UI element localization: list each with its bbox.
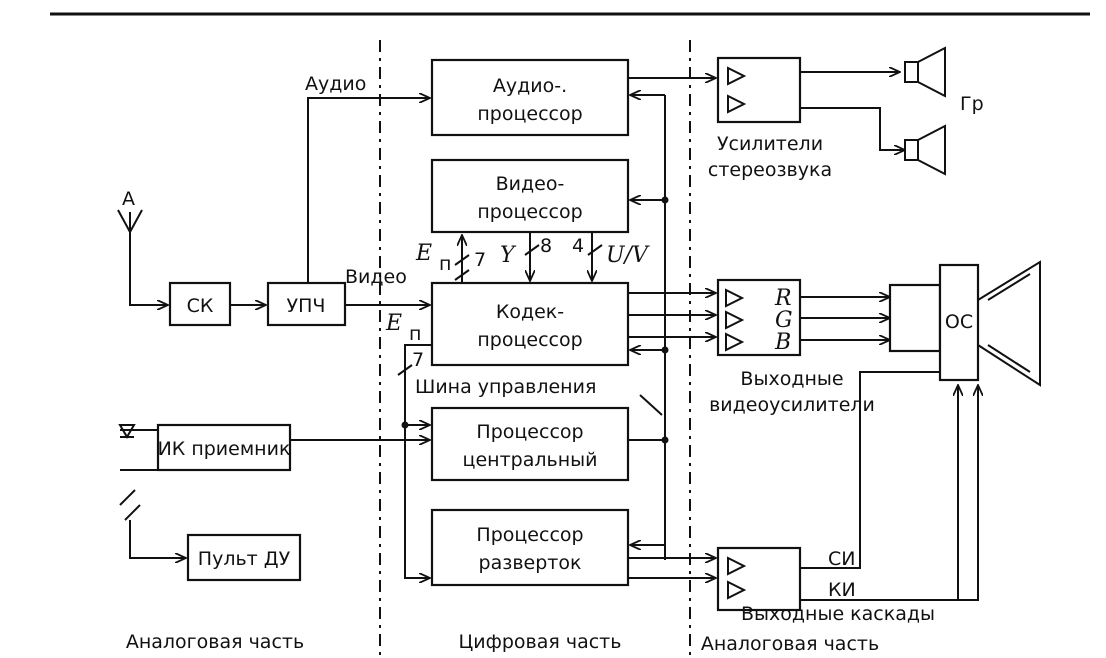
label: Выходные: [740, 368, 843, 390]
central-processor-block: [430, 406, 630, 482]
block-label: Аудио-.: [493, 75, 567, 97]
label: E: [415, 241, 432, 266]
output-cascades-block: [716, 546, 802, 612]
block-label: СК: [187, 295, 214, 317]
block-label: разверток: [479, 552, 582, 574]
label: Шина управления: [415, 376, 596, 398]
wires: [117, 72, 978, 601]
amplifier-icon: [725, 66, 747, 600]
section-label: Аналоговая часть: [126, 631, 304, 653]
speaker-icon: [904, 46, 946, 98]
block-label: Пульт ДУ: [198, 548, 291, 570]
label: Выходные каскады: [741, 603, 935, 625]
label: стереозвука: [708, 159, 832, 181]
label: B: [774, 330, 791, 355]
block-label: процессор: [477, 103, 582, 125]
upch-block: [266, 281, 347, 327]
block-label: Видео-: [496, 173, 565, 195]
section-label: Аналоговая часть: [701, 633, 879, 655]
block-label: процессор: [477, 329, 582, 351]
label: U/V: [606, 243, 650, 268]
label: п: [409, 323, 421, 345]
label: 7: [474, 249, 486, 271]
label: СИ: [828, 548, 855, 570]
block-label: ИК приемник: [158, 438, 291, 460]
label: 7: [412, 349, 424, 371]
speaker-icon: [904, 124, 946, 176]
block-label: УПЧ: [287, 295, 326, 317]
block-label: ОС: [945, 311, 973, 333]
label: п: [439, 253, 451, 275]
block-label: процессор: [477, 201, 582, 223]
label: видеоусилители: [709, 394, 875, 416]
ir-receiver-block: [156, 423, 292, 472]
audio-processor-block: [430, 58, 630, 137]
scan-processor-block: [430, 508, 630, 587]
photodiode-icon: [118, 424, 136, 439]
label: Y: [500, 243, 517, 268]
block-label: Процессор: [476, 421, 583, 443]
section-label: Цифровая часть: [459, 631, 622, 653]
label: Гр: [960, 93, 984, 115]
stereo-amps-block: [716, 56, 802, 124]
sk-block: [168, 281, 232, 327]
crt-block: [938, 263, 980, 382]
cathode-block: [888, 283, 942, 353]
block-label: Кодек-: [496, 301, 564, 323]
label: 4: [572, 235, 584, 257]
label: G: [775, 308, 793, 333]
video-processor-block: [430, 158, 630, 234]
crt-screen-icon: [977, 260, 1041, 387]
label: 8: [540, 235, 552, 257]
label: Усилители: [717, 133, 823, 155]
block-label: центральный: [463, 449, 598, 471]
label: КИ: [828, 579, 856, 601]
label: R: [774, 286, 792, 311]
label: А: [122, 188, 135, 210]
label: E: [385, 311, 402, 336]
label: Видео: [345, 266, 407, 288]
remote-block: [186, 533, 302, 582]
label: Аудио: [305, 73, 366, 95]
codec-processor-block: [430, 281, 630, 367]
block-label: Процессор: [476, 524, 583, 546]
